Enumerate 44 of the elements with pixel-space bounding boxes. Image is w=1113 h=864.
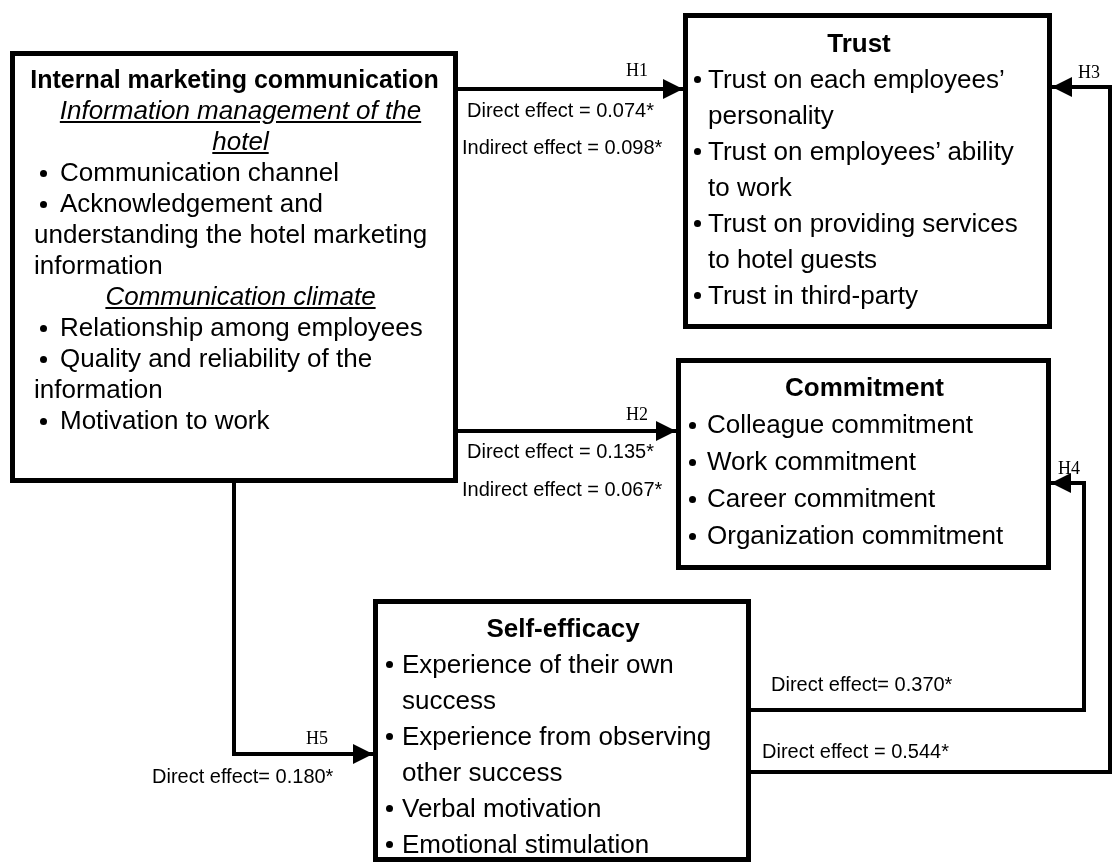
bullet-item: Career commitment — [687, 480, 1042, 517]
bullet-item: Relationship among employees — [34, 312, 447, 343]
subheading: Information management of the hotel — [58, 95, 423, 157]
construct-box — [373, 599, 751, 862]
arrow — [458, 79, 683, 99]
effect-label: Direct effect = 0.135* — [467, 439, 654, 463]
bullet-item: Acknowledgement and understanding the hotel marketing information — [34, 188, 447, 281]
box-heading: Internal marketing communication — [29, 64, 440, 95]
bullet-item: Trust on each employees’ personality — [691, 61, 1027, 133]
bullet-item: Experience from observing other success — [384, 718, 742, 790]
bullet-item: Colleague commitment — [687, 406, 1042, 443]
effect-label: Indirect effect = 0.098* — [462, 135, 663, 159]
bullet-item: Trust on providing services to hotel guests — [691, 205, 1027, 277]
effect-label: Direct effect= 0.180* — [152, 764, 334, 788]
hypothesis-label: H5 — [306, 728, 328, 748]
construct-box — [676, 358, 1051, 570]
hypothesis-label: H2 — [626, 404, 648, 424]
arrow — [458, 421, 676, 441]
effect-label: Indirect effect = 0.067* — [462, 477, 663, 501]
bullet-item: Motivation to work — [34, 405, 447, 436]
bullet-item: Emotional stimulation — [384, 826, 742, 862]
bullet-item: Experience of their own success — [384, 646, 742, 718]
arrow — [751, 473, 1086, 712]
subheading: Communication climate — [104, 281, 377, 312]
construct-box — [683, 13, 1052, 329]
arrow — [751, 77, 1112, 774]
bullet-item: Quality and reliability of the information — [34, 343, 447, 405]
effect-label: Direct effect = 0.074* — [467, 98, 654, 122]
bullet-item: Trust on employees’ ability to work — [691, 133, 1027, 205]
box-heading: Trust — [826, 27, 892, 60]
bullet-item: Trust in third-party — [691, 277, 1027, 313]
hypothesis-label: H3 — [1078, 62, 1100, 82]
arrow — [232, 483, 373, 764]
construct-box — [10, 51, 458, 483]
effect-label: Direct effect = 0.544* — [762, 739, 949, 763]
effect-label: Direct effect= 0.370* — [771, 672, 953, 696]
bullet-item: Organization commitment — [687, 517, 1042, 554]
box-heading: Self-efficacy — [485, 612, 641, 645]
hypothesis-label: H4 — [1058, 458, 1080, 478]
box-heading: Commitment — [784, 371, 945, 404]
hypothesis-label: H1 — [626, 60, 648, 80]
bullet-item: Communication channel — [34, 157, 447, 188]
bullet-item: Work commitment — [687, 443, 1042, 480]
bullet-item: Verbal motivation — [384, 790, 742, 826]
